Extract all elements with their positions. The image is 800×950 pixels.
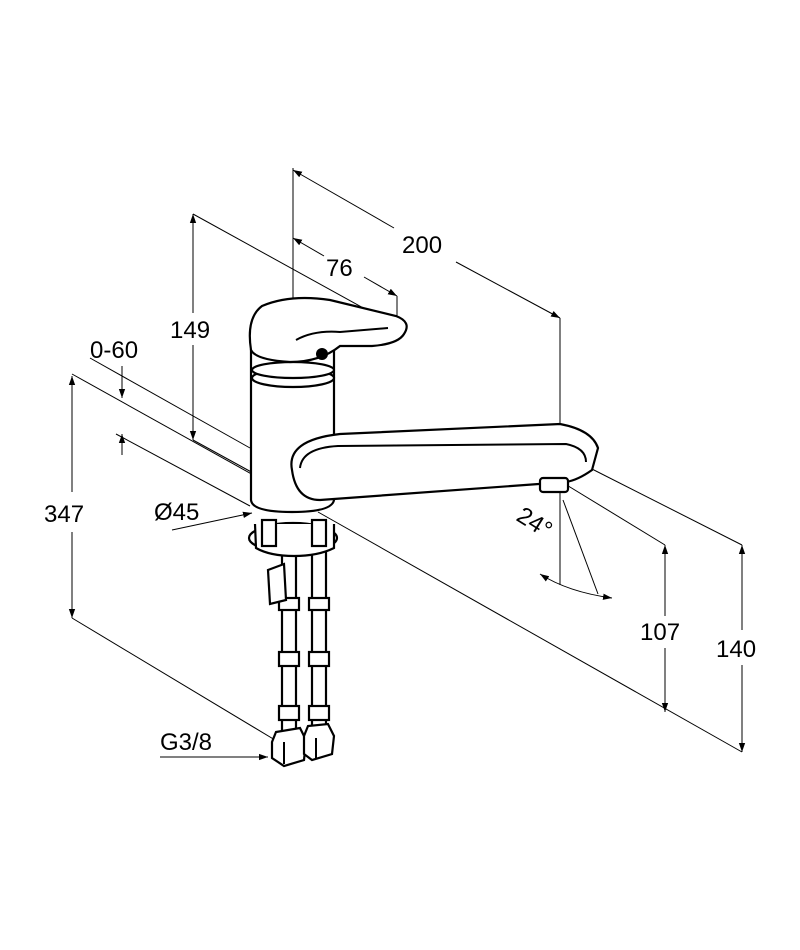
- dimension-lines: [68, 168, 746, 761]
- label-deck-thickness: 0-60: [90, 337, 138, 364]
- label-base-diameter: Ø45: [154, 499, 199, 526]
- label-spout-height: 140: [716, 636, 756, 663]
- label-spout-clearance: 107: [640, 619, 680, 646]
- faucet-outline: [247, 296, 600, 768]
- label-handle-offset: 76: [326, 255, 353, 282]
- label-lever-height: 149: [170, 317, 210, 344]
- label-total-height: 347: [44, 501, 84, 528]
- label-swivel-angle: 24°: [512, 502, 557, 544]
- dimension-labels: 200 76 149 0-60 347 Ø45 24° 107 140 G3/8: [44, 232, 756, 756]
- label-connection-thread: G3/8: [160, 729, 212, 756]
- label-overall-reach: 200: [402, 232, 442, 259]
